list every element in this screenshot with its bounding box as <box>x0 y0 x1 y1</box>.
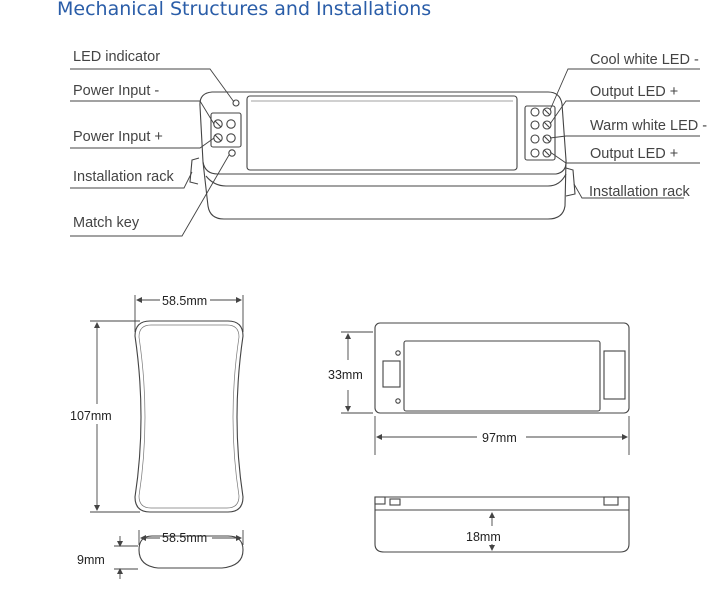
label-output-led-pos-2: Output LED + <box>590 146 678 162</box>
dim-remote-side-width: 58.5mm <box>162 531 207 545</box>
led-indicator-dot <box>232 99 240 107</box>
label-power-input-neg: Power Input - <box>73 83 159 99</box>
label-output-led-pos-1: Output LED + <box>590 84 678 100</box>
remote-side-view <box>138 535 244 569</box>
label-power-input-pos: Power Input + <box>73 129 163 145</box>
callout-lines <box>70 68 700 237</box>
match-key-button <box>228 149 236 157</box>
receiver-3d-drawing <box>189 91 576 220</box>
dim-remote-width: 58.5mm <box>162 294 207 308</box>
label-match-key: Match key <box>73 215 140 231</box>
remote-front-view <box>134 320 244 513</box>
dim-remote-height: 107mm <box>70 409 112 423</box>
label-cool-white-led-neg: Cool white LED - <box>590 52 699 68</box>
receiver-top-view <box>374 322 630 414</box>
page-title: Mechanical Structures and Installations <box>57 0 432 20</box>
label-warm-white-led-neg: Warm white LED - <box>590 118 707 134</box>
label-installation-rack-right: Installation rack <box>589 184 690 200</box>
receiver-side-view <box>374 496 630 553</box>
dim-receiver-length: 97mm <box>482 431 517 445</box>
dim-remote-thickness: 9mm <box>77 553 105 567</box>
dim-receiver-height: 33mm <box>328 368 363 382</box>
label-led-indicator: LED indicator <box>73 49 160 65</box>
label-installation-rack-left: Installation rack <box>73 169 174 185</box>
dim-receiver-thickness: 18mm <box>466 530 501 544</box>
